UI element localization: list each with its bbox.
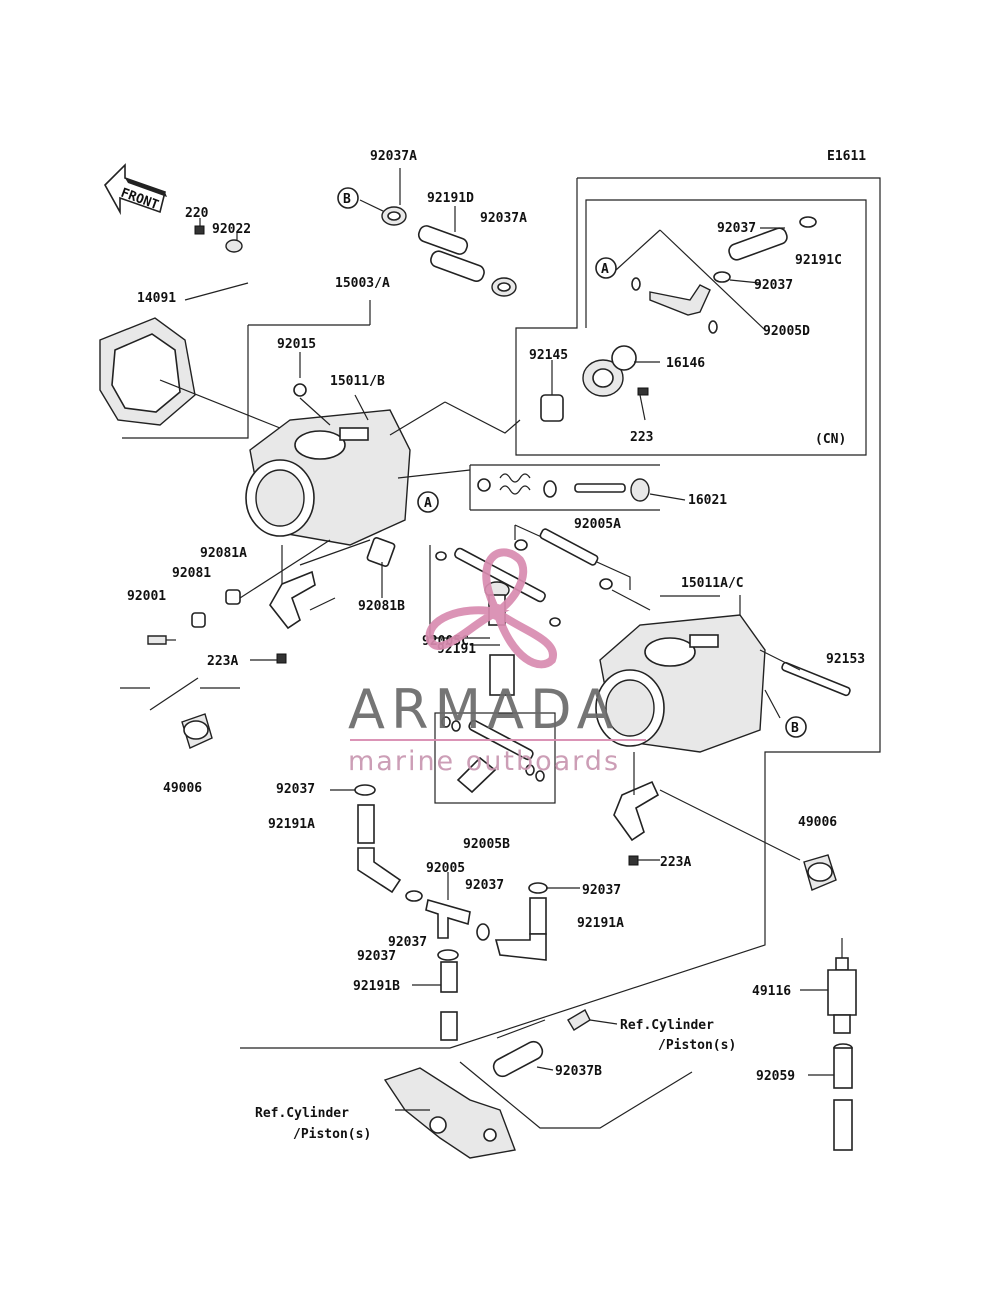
armada-watermark: ARMADA marine outboards bbox=[348, 548, 646, 777]
lower-tee-92005b bbox=[441, 716, 545, 794]
label-92191c: 92191C bbox=[795, 253, 842, 268]
svg-text:B: B bbox=[343, 192, 351, 207]
mount-49006-right bbox=[803, 854, 837, 891]
label-ref-cylinder-1: Ref.Cylinder bbox=[620, 1018, 714, 1033]
label-92005b: 92005B bbox=[463, 837, 510, 852]
label-49006-1: 49006 bbox=[163, 781, 202, 796]
label-92191a-1: 92191A bbox=[268, 817, 315, 832]
bracket-223a-right bbox=[613, 752, 801, 866]
top-hose-assembly bbox=[359, 168, 517, 297]
propeller-logo-icon bbox=[425, 548, 557, 669]
cylinder-reference-sketch bbox=[383, 1067, 516, 1159]
label-92005d: 92005D bbox=[763, 324, 810, 339]
label-ref-piston-2: /Piston(s) bbox=[293, 1127, 371, 1142]
label-92059: 92059 bbox=[756, 1069, 795, 1084]
hose-92191a-left bbox=[330, 784, 423, 902]
hose-92037b bbox=[492, 1009, 618, 1078]
callout-b-body: B bbox=[785, 716, 807, 738]
label-92081b: 92081B bbox=[358, 599, 405, 614]
screw-220 bbox=[194, 218, 205, 235]
watermark-brand: ARMADA bbox=[348, 678, 620, 741]
label-92005: 92005 bbox=[426, 861, 465, 876]
label-223: 223 bbox=[630, 430, 653, 445]
label-92153: 92153 bbox=[826, 652, 865, 667]
watermark-tagline: marine outboards bbox=[348, 746, 620, 777]
label-ref-piston-1: /Piston(s) bbox=[658, 1038, 736, 1053]
label-16021: 16021 bbox=[688, 493, 727, 508]
label-92015: 92015 bbox=[277, 337, 316, 352]
label-223a-1: 223A bbox=[207, 654, 238, 669]
label-92022: 92022 bbox=[212, 222, 251, 237]
front-arrow-icon: FRONT bbox=[104, 163, 167, 216]
label-14091: 14091 bbox=[137, 291, 176, 306]
label-92037-d: 92037 bbox=[465, 878, 504, 893]
callout-b-top: B bbox=[337, 187, 359, 209]
label-92037-b: 92037 bbox=[754, 278, 793, 293]
part-labels: 92037A 92191D 92037A 220 92022 15003/A 1… bbox=[127, 149, 865, 1142]
label-92037a-2: 92037A bbox=[480, 211, 527, 226]
cover-14091 bbox=[99, 317, 281, 429]
springs-and-screw bbox=[147, 537, 396, 645]
label-92005a: 92005A bbox=[574, 517, 621, 532]
hose-92059 bbox=[808, 1043, 853, 1151]
svg-text:A: A bbox=[601, 262, 609, 277]
hose-92191b bbox=[412, 949, 459, 1041]
washer-92022 bbox=[184, 233, 249, 301]
diagram-code: E1611 bbox=[827, 149, 866, 164]
label-223a-2: 223A bbox=[660, 855, 691, 870]
label-92037a: 92037A bbox=[370, 149, 417, 164]
variant-label: (CN) bbox=[815, 432, 846, 447]
label-16146: 16146 bbox=[666, 356, 705, 371]
label-92037-c: 92037 bbox=[276, 782, 315, 797]
label-15011b: 15011/B bbox=[330, 374, 385, 389]
label-92037-e: 92037 bbox=[582, 883, 621, 898]
label-92145: 92145 bbox=[529, 348, 568, 363]
label-92081a: 92081A bbox=[200, 546, 247, 561]
label-92037-g: 92037 bbox=[357, 949, 396, 964]
svg-text:A: A bbox=[424, 496, 432, 511]
label-92191b: 92191B bbox=[353, 979, 400, 994]
label-49116: 49116 bbox=[752, 984, 791, 999]
bracket-223a-left bbox=[250, 545, 336, 664]
filter-49116 bbox=[800, 938, 857, 1034]
label-92001: 92001 bbox=[127, 589, 166, 604]
mount-49006-left bbox=[181, 713, 213, 749]
label-15011ac: 15011A/C bbox=[681, 576, 744, 591]
tee-92005 bbox=[425, 872, 471, 939]
label-92037b: 92037B bbox=[555, 1064, 602, 1079]
label-92081: 92081 bbox=[172, 566, 211, 581]
throttle-body-15011ac bbox=[595, 595, 851, 753]
jet-92005a bbox=[514, 528, 651, 611]
hose-92191a-right bbox=[476, 882, 580, 961]
label-92191d: 92191D bbox=[427, 191, 474, 206]
throttle-body-15011b bbox=[245, 383, 521, 546]
label-220: 220 bbox=[185, 206, 209, 221]
pilot-screw-set-16021 bbox=[397, 464, 686, 511]
label-92037-a: 92037 bbox=[717, 221, 756, 236]
cn-group: A bbox=[540, 216, 817, 422]
label-15003a: 15003/A bbox=[335, 276, 390, 291]
label-ref-cylinder-2: Ref.Cylinder bbox=[255, 1106, 349, 1121]
svg-text:B: B bbox=[791, 721, 799, 736]
label-92037-f: 92037 bbox=[388, 935, 427, 950]
callout-a-body: A bbox=[417, 491, 439, 513]
label-49006-2: 49006 bbox=[798, 815, 837, 830]
label-92191a-2: 92191A bbox=[577, 916, 624, 931]
